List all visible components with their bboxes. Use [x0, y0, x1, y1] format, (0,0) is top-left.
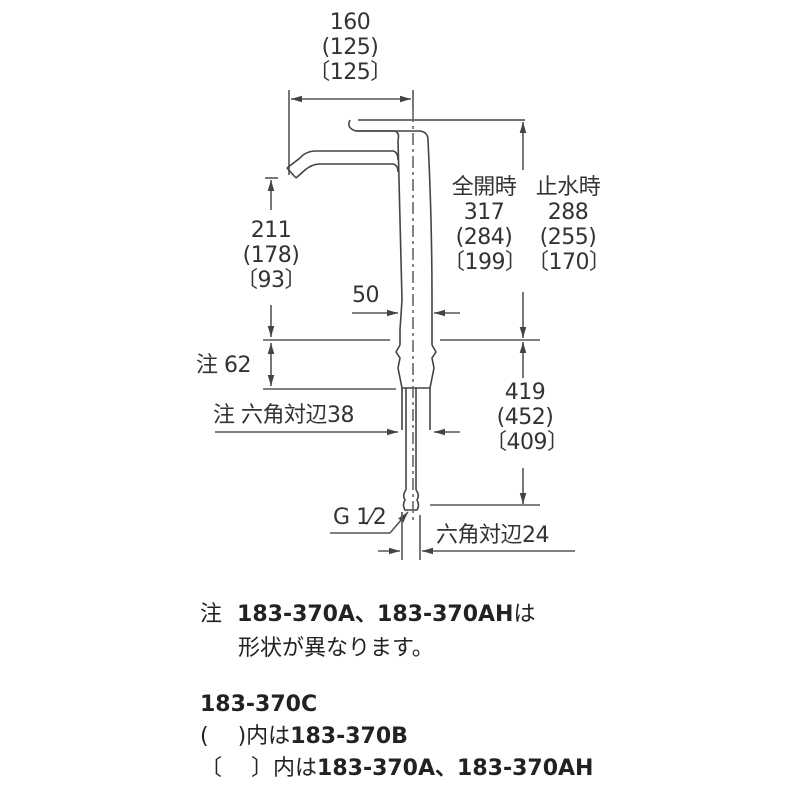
dim-main: 317 — [463, 200, 505, 225]
legend-model: 183-370C — [200, 692, 318, 717]
thread-fraction: 1⁄2 — [356, 505, 387, 530]
dim-paren: (255) — [539, 225, 597, 250]
hex24-label: 六角対辺24 — [436, 523, 550, 548]
legend-row-bracket: 〔 〕内は183-370A、183-370AH — [200, 754, 593, 784]
dim-title: 止水時 — [535, 175, 601, 200]
thread-letter: G — [333, 505, 350, 530]
note-models: 183-370A、183-370AH — [237, 602, 514, 627]
dim-bracket: 〔125〕 — [308, 60, 392, 85]
dim-bracket: 〔170〕 — [527, 250, 611, 275]
legend-text: 内は — [273, 756, 318, 781]
legend-bracket: 〔 〕 — [200, 756, 273, 781]
dim-paren: (452) — [496, 405, 554, 430]
water-stop-label: 止水時 288 (255) 〔170〕 — [527, 175, 611, 275]
hex24-dimension — [378, 512, 575, 560]
base-width-label: 50 — [352, 283, 380, 308]
dim-main: 211 — [250, 218, 292, 243]
legend-row-paren: ( )内は183-370B — [200, 722, 408, 752]
dim-main: 160 — [329, 10, 371, 35]
spout-height-label: 211 (178) 〔93〕 — [236, 218, 307, 293]
top-width-dimension — [288, 90, 414, 175]
dim-bracket: 〔93〕 — [236, 268, 307, 293]
legend-text: 内は — [246, 724, 291, 749]
dim-paren: (284) — [455, 225, 513, 250]
note-suffix: は — [513, 602, 536, 627]
top-width-label: 160 (125) 〔125〕 — [300, 10, 400, 85]
note-prefix: 注 — [200, 602, 223, 627]
thread-label: G 1⁄2 — [333, 505, 387, 530]
shape-note-line2: 形状が異なります。 — [238, 636, 434, 661]
below-counter-label: 419 (452) 〔409〕 — [485, 380, 569, 455]
dim-bracket: 〔199〕 — [443, 250, 527, 275]
legend-model-name: 183-370B — [290, 724, 408, 749]
dim-main: 288 — [547, 200, 589, 225]
note-62-label: 注 62 — [196, 353, 252, 378]
legend-model-name: 183-370A、183-370AH — [317, 756, 594, 781]
dim-bracket: 〔409〕 — [485, 430, 569, 455]
shape-note: 注 183-370A、183-370AHは — [200, 600, 535, 630]
legend-bracket: ( ) — [200, 724, 247, 749]
dim-paren: (178) — [242, 243, 300, 268]
full-open-label: 全開時 317 (284) 〔199〕 — [443, 175, 527, 275]
dim-paren: (125) — [321, 35, 379, 60]
right-height-dimension — [430, 121, 540, 506]
dim-title: 全開時 — [451, 175, 517, 200]
left-height-dimension — [263, 177, 396, 390]
dim-main: 419 — [504, 380, 546, 405]
faucet-outline — [286, 119, 525, 511]
hex38-label: 注 六角対辺38 — [213, 403, 355, 428]
